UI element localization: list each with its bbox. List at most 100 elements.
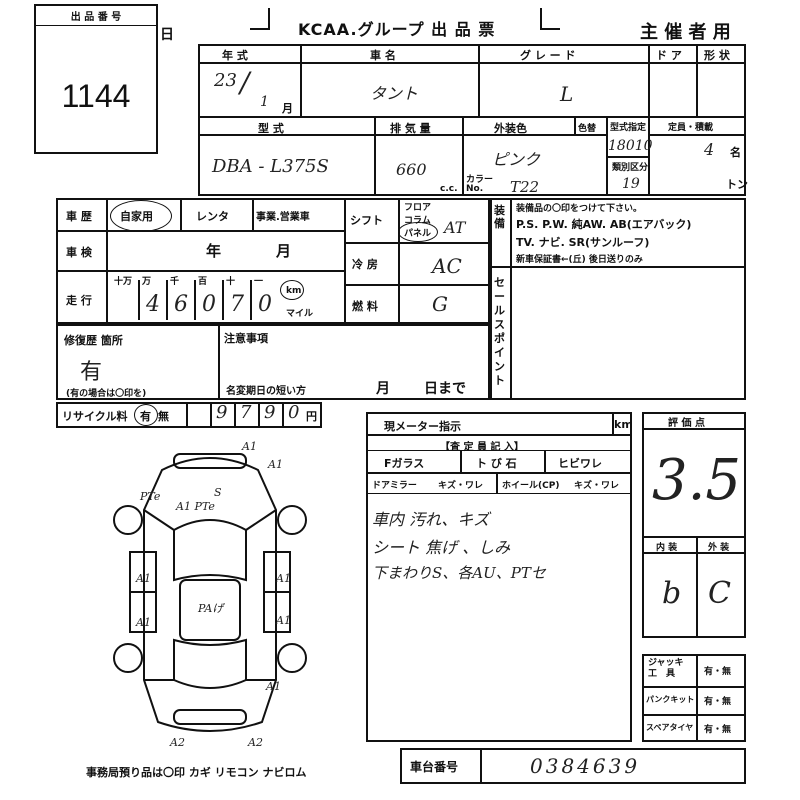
chassis-label: 車台番号 [410, 760, 459, 774]
grid-line [252, 198, 254, 230]
grid-line [56, 270, 346, 272]
damage-mark: A1 [275, 572, 291, 585]
digit-separator [138, 280, 140, 320]
recycle-yes-circle-mark [134, 404, 158, 426]
private-circle-mark [110, 200, 172, 232]
mileage-digit-unit: 一 [254, 277, 264, 287]
type-designation-hand: 18010 [608, 138, 653, 154]
damage-mark: A1 [241, 440, 257, 453]
type-hand: DBA - L375S [212, 156, 329, 177]
mileage-digit: 0 [258, 292, 272, 317]
recycle-digit-separator [210, 404, 212, 426]
damage-mark: A2 [169, 736, 185, 749]
score-value-hand: 3.5 [652, 448, 742, 513]
recycle-digit-separator [234, 404, 236, 426]
damage-mark: A1 [135, 616, 151, 629]
grid-line [696, 536, 698, 638]
lot-number-label: 出 品 番 号 [36, 8, 156, 26]
inspection-month-label: 月 [276, 242, 292, 260]
grid-line [642, 714, 746, 716]
history-label: 車 歴 [66, 210, 92, 223]
tool-puncture-value: 有・無 [704, 697, 732, 707]
tool-jack-value: 有・無 [704, 667, 732, 677]
equipment-table [490, 198, 746, 400]
grid-line [510, 198, 512, 400]
class-code-label: 類別区分 [612, 163, 649, 173]
mileage-label: 走 行 [66, 294, 92, 307]
grid-line [106, 198, 108, 324]
grid-line [642, 552, 746, 554]
grid-line [642, 428, 746, 430]
interior-label: 内 装 [656, 543, 678, 553]
year-hand: 23 [214, 70, 237, 91]
grid-line [344, 242, 490, 244]
grid-line [642, 686, 746, 688]
grid-line [480, 748, 482, 784]
km-circle-mark [280, 280, 304, 300]
month-label: 月 [282, 102, 293, 115]
equipment-side-label: 装備 [494, 204, 505, 230]
damage-mark: PAげ [197, 602, 225, 615]
class-hand: 19 [622, 176, 640, 192]
grid-line [612, 412, 614, 434]
repair-table [56, 324, 490, 400]
grid-line [374, 116, 376, 196]
grid-line [300, 44, 302, 116]
damage-mark: A1 [135, 572, 151, 585]
mileage-digit: 7 [230, 292, 244, 317]
inspection-year-label: 年 [206, 242, 222, 260]
grid-line [344, 284, 490, 286]
grid-line [462, 116, 464, 196]
recycle-label: リサイクル料 [62, 410, 128, 423]
score-label: 評 価 点 [668, 418, 705, 429]
inspection-label: 車 検 [66, 246, 92, 259]
damage-mark: S [214, 486, 222, 499]
mileage-digit: 0 [202, 292, 216, 317]
lot-number: 1144 [61, 78, 131, 114]
exterior-color-label: 外装色 [494, 122, 527, 135]
model-label: 車 名 [370, 49, 396, 62]
recycle-digit: 9 [216, 402, 228, 423]
inspection-item: ヒビワレ [558, 457, 602, 470]
displacement-hand: 660 [396, 160, 427, 179]
mileage-digit-unit: 万 [142, 277, 152, 287]
mile-label: マイル [286, 309, 314, 319]
inspection-item: ト び 石 [476, 457, 517, 470]
corner-mark [250, 28, 270, 30]
inspection-item: Fガラス [384, 457, 425, 470]
grade-hand: L [560, 82, 574, 106]
shift-option-column: コラム [404, 216, 431, 226]
grid-line [574, 116, 576, 134]
equipment-line-2: TV. ナビ. SR(サンルーフ) [516, 236, 650, 249]
grid-line [648, 134, 746, 136]
grade-label: グ レ ー ド [520, 49, 576, 62]
score-box [642, 412, 746, 638]
shift-label: シフト [350, 214, 383, 227]
form-title: KCAA.グループ 出 品 票 [298, 20, 496, 39]
tool-puncture-label: パンクキット [646, 695, 695, 704]
panel-circle-mark [398, 222, 438, 242]
record-label: 【査 定 員 記 入】 [440, 442, 524, 453]
grid-line [496, 472, 498, 494]
doors-label: ド ア [656, 49, 682, 62]
equipment-note: 装備品の〇印をつけて下さい。 [516, 204, 643, 214]
month-hand: 1 [260, 94, 269, 110]
short-expiry-label: 名変期日の短い方 [226, 386, 306, 397]
recycle-option-no: 無 [158, 410, 169, 423]
grid-line [398, 198, 400, 324]
grid-line [490, 266, 746, 268]
damage-mark: A1 [265, 680, 281, 693]
caution-label: 注意事項 [224, 332, 268, 345]
chassis-number-hand: 0384639 [530, 754, 641, 778]
digit-separator [250, 280, 252, 320]
digit-separator [166, 280, 168, 320]
mileage-digit-unit: 十 [226, 277, 236, 287]
aircon-label: 冷 房 [352, 258, 378, 271]
body-label: 形 状 [704, 49, 730, 62]
grid-line [696, 44, 698, 116]
damage-mark: A1 [275, 614, 291, 627]
color-no-hand: T22 [510, 178, 540, 196]
car-damage-diagram: A1 A1 PTe A1 PTe A1 A1 PAげ A1 A1 A2 A2 A… [113, 440, 307, 749]
fuel-label: 燃 料 [352, 300, 378, 313]
tool-jack-label: ジャッキ工 具 [648, 658, 684, 679]
